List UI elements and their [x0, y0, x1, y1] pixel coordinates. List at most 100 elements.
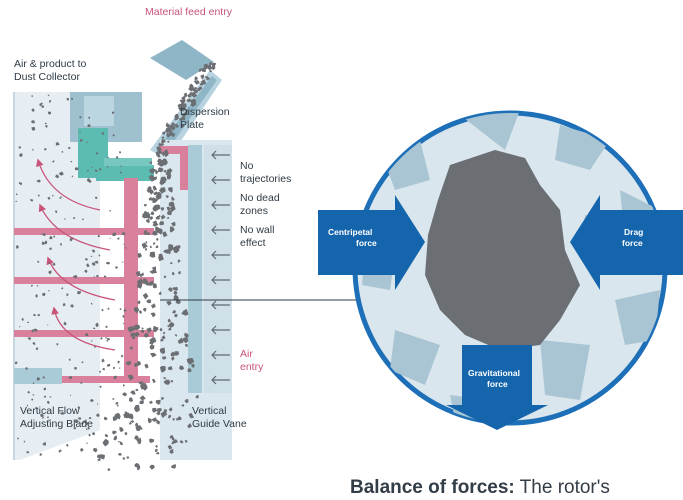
particle: [87, 169, 89, 172]
particle: [211, 64, 216, 70]
particle: [122, 261, 124, 264]
particle: [46, 400, 50, 404]
particle: [156, 146, 161, 150]
particle: [107, 468, 111, 471]
particle: [166, 206, 171, 212]
particle: [88, 116, 91, 120]
particle: [134, 463, 140, 468]
particle: [137, 300, 141, 305]
particle: [39, 103, 42, 107]
particle: [101, 308, 103, 311]
particle: [150, 211, 155, 216]
particle: [171, 464, 176, 469]
particle: [52, 194, 54, 197]
particle: [187, 368, 192, 373]
particle: [167, 216, 170, 220]
label-air-product-1: Air & product to: [14, 58, 87, 70]
particle: [156, 227, 163, 235]
particle: [181, 308, 189, 316]
particle: [40, 413, 45, 418]
particle: [81, 361, 84, 364]
particle: [159, 187, 166, 194]
particle: [128, 413, 134, 420]
particle: [143, 211, 148, 215]
particle: [82, 218, 84, 221]
particle: [77, 291, 81, 295]
particle: [102, 438, 109, 447]
dispersion-stem: [104, 158, 152, 166]
particle: [116, 404, 119, 407]
particle: [167, 128, 172, 132]
particle: [100, 337, 103, 340]
feed-hopper: [150, 40, 214, 80]
particle: [94, 196, 98, 200]
particle: [26, 404, 29, 407]
particle: [139, 310, 142, 314]
particle: [98, 254, 101, 257]
particle: [58, 172, 62, 175]
particle: [63, 218, 66, 220]
particle: [167, 318, 172, 323]
particle: [118, 453, 122, 456]
particle: [37, 314, 40, 317]
particle: [133, 307, 140, 314]
particle: [88, 417, 92, 420]
particle: [156, 451, 160, 455]
particle: [194, 76, 199, 81]
particle: [93, 345, 97, 348]
particle: [27, 390, 30, 394]
particle: [66, 97, 69, 101]
particle: [133, 324, 140, 331]
particle: [151, 378, 156, 384]
particle: [27, 337, 29, 339]
particle: [95, 169, 98, 172]
particle: [166, 132, 171, 138]
gravitational-arrow: [446, 345, 548, 430]
particle: [31, 120, 35, 124]
particle: [151, 231, 158, 236]
particle: [167, 168, 173, 173]
particle: [90, 302, 93, 305]
particle: [182, 98, 186, 103]
particle: [136, 425, 143, 431]
particle: [47, 111, 51, 115]
particle: [49, 100, 52, 103]
central-particle: [425, 150, 580, 350]
particle: [91, 249, 96, 253]
particle: [148, 400, 153, 404]
particle: [122, 457, 126, 461]
label-no-dead-zones-2: zones: [240, 205, 269, 217]
label-air-entry-2: entry: [240, 361, 264, 373]
particle: [146, 327, 152, 334]
particle: [28, 336, 32, 341]
rotor-blade-4: [40, 376, 150, 383]
particle: [129, 397, 134, 402]
label-vertical-flow-1: Vertical Flow: [20, 405, 80, 417]
particles: [14, 62, 216, 471]
particle: [193, 80, 200, 85]
particle: [122, 232, 126, 236]
particle: [115, 266, 118, 269]
particle: [37, 260, 40, 263]
particle: [73, 217, 76, 220]
particle: [160, 151, 163, 155]
particle: [137, 253, 142, 259]
particle: [153, 325, 159, 333]
particle: [142, 307, 147, 312]
particle: [168, 201, 175, 208]
particle: [158, 142, 162, 147]
label-drag-2: force: [622, 238, 643, 248]
particle: [161, 335, 166, 340]
particle: [43, 148, 47, 151]
particle: [31, 108, 35, 112]
particle: [118, 441, 120, 443]
particle: [168, 407, 173, 412]
particle: [16, 193, 18, 196]
particle: [175, 299, 181, 305]
particle: [158, 291, 162, 296]
particle: [112, 134, 115, 137]
label-vertical-guide-1: Vertical: [192, 405, 227, 417]
particle: [69, 237, 74, 242]
label-drag-1: Drag: [624, 227, 644, 237]
rotor-top: [160, 146, 188, 154]
